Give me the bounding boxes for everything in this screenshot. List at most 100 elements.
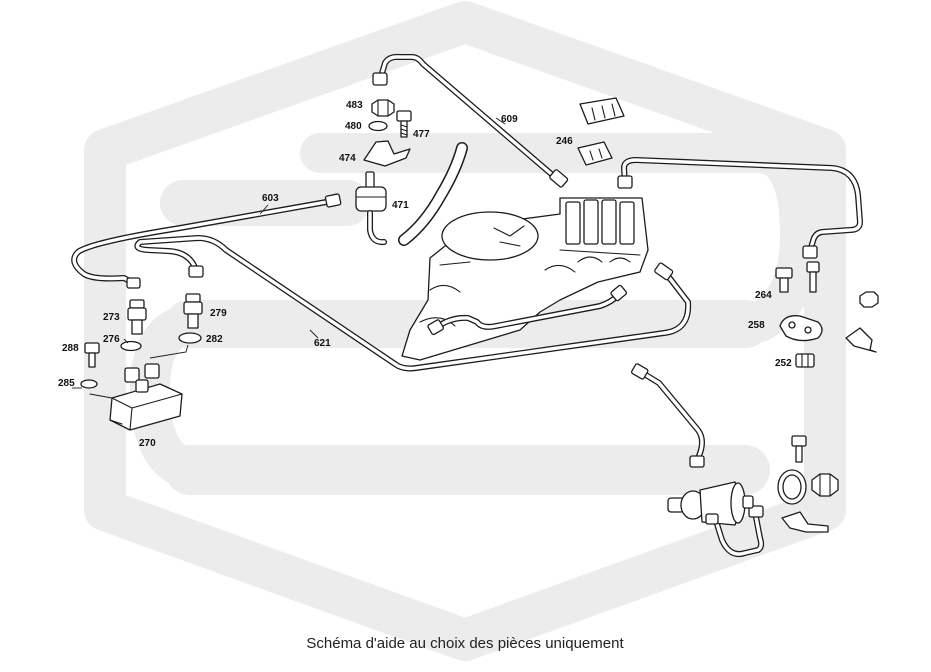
bolt-head [396, 110, 412, 122]
clip-246-upper [579, 97, 625, 125]
leader-276 [123, 338, 129, 344]
bracket-hole [804, 326, 812, 334]
fitting-top [185, 293, 201, 303]
callout-270[interactable]: 270 [139, 438, 156, 449]
fitting-nut [610, 284, 628, 302]
block-port [124, 367, 140, 383]
engine-detail [577, 256, 631, 263]
fitting-279 [183, 293, 203, 329]
callout-258[interactable]: 258 [748, 320, 765, 331]
flange-nut [811, 473, 839, 497]
leader-lines [72, 117, 506, 389]
bolt-477 [396, 110, 412, 138]
bolt-regulator [791, 435, 807, 463]
fitting-top [129, 299, 145, 309]
engine-detail [493, 225, 525, 247]
fitting-nut [689, 455, 705, 468]
bracket-258 [779, 315, 823, 342]
callout-621[interactable]: 621 [314, 338, 331, 349]
bolt-288 [84, 342, 100, 368]
nut-252 [795, 353, 815, 368]
line-fittings [126, 72, 818, 518]
washer-276 [120, 340, 142, 352]
bolt-head [791, 435, 807, 447]
fitting-nut [188, 265, 204, 278]
part-callouts: 483 480 477 474 471 609 246 603 264 258 … [58, 100, 792, 449]
distributor-port [565, 201, 581, 245]
leader-282 [149, 344, 189, 359]
fitting-nut [324, 193, 342, 208]
air-flow-plate [441, 211, 539, 261]
stud-shaft [809, 271, 817, 293]
callout-282[interactable]: 282 [206, 334, 223, 345]
washer-285 [80, 379, 98, 389]
fitting-hex [183, 301, 203, 315]
callout-276[interactable]: 276 [103, 334, 120, 345]
fitting-stud [806, 261, 820, 293]
fitting-thread [131, 319, 143, 335]
hex-nut [795, 353, 815, 368]
fitting-nut [617, 175, 633, 189]
diagram-caption: Schéma d'aide au choix des pièces unique… [306, 635, 624, 652]
clip-246-lower [577, 141, 613, 166]
callout-264[interactable]: 264 [755, 290, 772, 301]
mounting-bracket [845, 327, 877, 353]
small-nut [859, 291, 879, 308]
block-port [144, 363, 160, 379]
bolt-shaft [779, 277, 789, 293]
damper-block-270 [89, 363, 183, 431]
watermark-band [160, 180, 370, 226]
leader-621 [309, 329, 319, 339]
fitting-273 [127, 299, 147, 335]
nut-483 [371, 99, 395, 117]
callout-288[interactable]: 288 [62, 343, 79, 354]
hex-nut [371, 99, 395, 117]
fitting-thread [187, 313, 199, 329]
clip-slot [591, 103, 616, 121]
regulator-port [742, 495, 754, 509]
callout-609[interactable]: 609 [501, 114, 518, 125]
callout-246[interactable]: 246 [556, 136, 573, 147]
leader-603 [259, 204, 269, 215]
distributor-port [583, 199, 599, 245]
fitting-nut [126, 277, 141, 289]
bolt-264 [775, 267, 793, 293]
bolt-head [84, 342, 100, 354]
block-leader [89, 393, 123, 425]
fitting-nut [654, 262, 674, 281]
block-edge [111, 393, 183, 431]
callout-252[interactable]: 252 [775, 358, 792, 369]
bracket-474 [363, 140, 411, 167]
fitting-hex [127, 307, 147, 321]
bolt-thread [400, 124, 408, 136]
block-port [135, 379, 149, 393]
fitting-nut [549, 169, 569, 188]
callout-471[interactable]: 471 [392, 200, 409, 211]
bolt-shaft [88, 352, 96, 368]
fitting-nut [372, 72, 388, 86]
fitting-nut [631, 363, 649, 380]
damper-elbow-fill [368, 211, 386, 244]
hex-nut-edge [819, 473, 831, 497]
callout-273[interactable]: 273 [103, 312, 120, 323]
hex-nut-edge [801, 353, 809, 368]
callout-279[interactable]: 279 [210, 308, 227, 319]
hex-nut [811, 473, 839, 497]
callout-603[interactable]: 603 [262, 193, 279, 204]
damper-body [355, 186, 387, 212]
callout-480[interactable]: 480 [345, 121, 362, 132]
regulator-outlet [705, 513, 719, 525]
bracket-hole [788, 321, 796, 329]
stud-head [806, 261, 820, 273]
fitting-nut [427, 319, 444, 336]
leader-609 [495, 117, 506, 125]
washer-282 [178, 332, 202, 344]
callout-477[interactable]: 477 [413, 129, 430, 140]
callout-483[interactable]: 483 [346, 100, 363, 111]
callout-285[interactable]: 285 [58, 378, 75, 389]
watermark-curve [740, 133, 820, 342]
callout-474[interactable]: 474 [339, 153, 356, 164]
hose-clamp [777, 469, 807, 505]
damper-471 [355, 171, 387, 246]
